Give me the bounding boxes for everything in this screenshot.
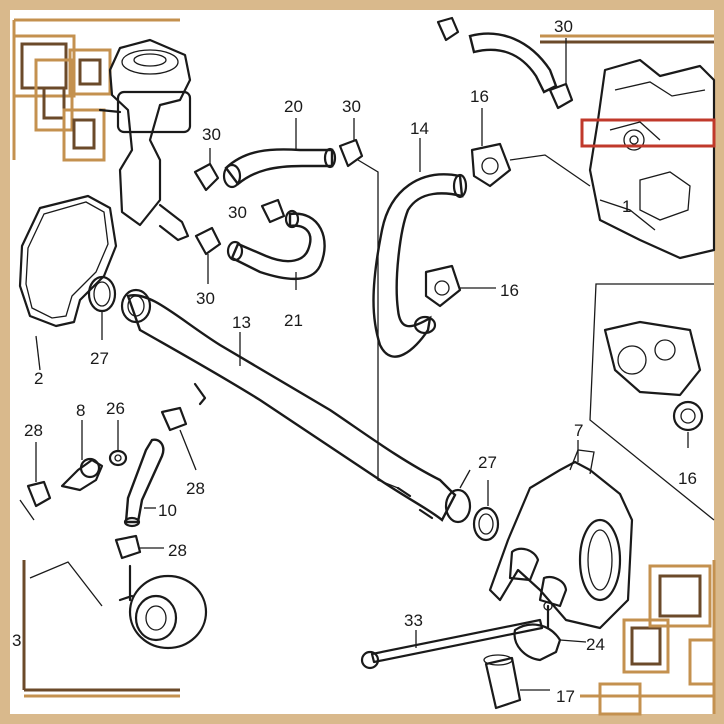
detail-inset <box>589 283 715 521</box>
gasket-2 <box>18 194 118 328</box>
washer-26 <box>108 449 128 467</box>
water-outlet-7 <box>488 440 634 630</box>
part-label-30-a: 30 <box>202 125 221 144</box>
o-ring-27-left <box>87 275 117 340</box>
part-label-33: 33 <box>404 611 423 630</box>
part-label-30-d: 30 <box>196 289 215 308</box>
water-pipe-13 <box>120 288 472 524</box>
part-label-3: 3 <box>12 631 21 650</box>
part-label-8: 8 <box>76 401 85 420</box>
bottom-right-ornament <box>580 560 716 716</box>
part-label-27-left: 27 <box>90 349 109 368</box>
part-label-1: 1 <box>622 197 631 216</box>
clamp-30-c <box>260 198 286 224</box>
sensor-8 <box>60 420 104 492</box>
part-label-14: 14 <box>410 119 429 138</box>
part-label-20: 20 <box>284 97 303 116</box>
part-label-21: 21 <box>284 311 303 330</box>
part-label-17: 17 <box>556 687 575 706</box>
clamp-16-b <box>424 264 496 308</box>
hose-20 <box>222 147 337 189</box>
part-label-27-right: 27 <box>478 453 497 472</box>
top-left-ornament <box>12 18 180 162</box>
thermostat-housing <box>98 38 192 242</box>
part-label-28-b: 28 <box>186 479 205 498</box>
bolt-33 <box>360 618 544 670</box>
idler-pulley <box>19 499 208 650</box>
top-right-ornament <box>540 34 714 44</box>
clamp-16-a <box>470 108 591 188</box>
engine-block <box>580 58 716 260</box>
part-label-28-a: 28 <box>24 421 43 440</box>
part-label-2: 2 <box>34 369 43 388</box>
part-label-28-c: 28 <box>168 541 187 560</box>
highlight-box <box>580 118 716 148</box>
leader-lines <box>35 118 689 509</box>
hose-10 <box>123 438 165 528</box>
part-label-30-b: 30 <box>342 97 361 116</box>
part-label-16-b: 16 <box>500 281 519 300</box>
part-label-30-e: 30 <box>554 17 573 36</box>
part-label-10: 10 <box>158 501 177 520</box>
upper-hose <box>468 32 558 94</box>
part-label-24: 24 <box>586 635 605 654</box>
clamp-28-a <box>26 442 52 508</box>
hose-14 <box>372 173 468 358</box>
filter-17 <box>483 654 550 710</box>
clamp-30-a <box>193 148 220 192</box>
clamp-30-e <box>548 38 574 110</box>
o-ring-27-right <box>472 480 500 542</box>
clamp-30-d <box>194 226 222 284</box>
part-label-7: 7 <box>574 421 583 440</box>
sensor-24 <box>513 601 587 662</box>
part-label-30-c: 30 <box>228 203 247 222</box>
hose-21 <box>226 209 326 281</box>
clamp-28-c <box>114 534 164 560</box>
clamp-30-f <box>436 16 460 42</box>
clamp-30-b <box>338 118 364 168</box>
part-label-16-a: 16 <box>470 87 489 106</box>
part-label-13: 13 <box>232 313 251 332</box>
part-label-16-c: 16 <box>678 469 697 488</box>
clamp-28-b <box>160 406 197 471</box>
bottom-left-ornament <box>22 560 180 698</box>
part-labels: 2 7 8 10 13 14 16 16 16 17 20 21 24 26 2… <box>12 17 697 706</box>
part-label-26: 26 <box>106 399 125 418</box>
